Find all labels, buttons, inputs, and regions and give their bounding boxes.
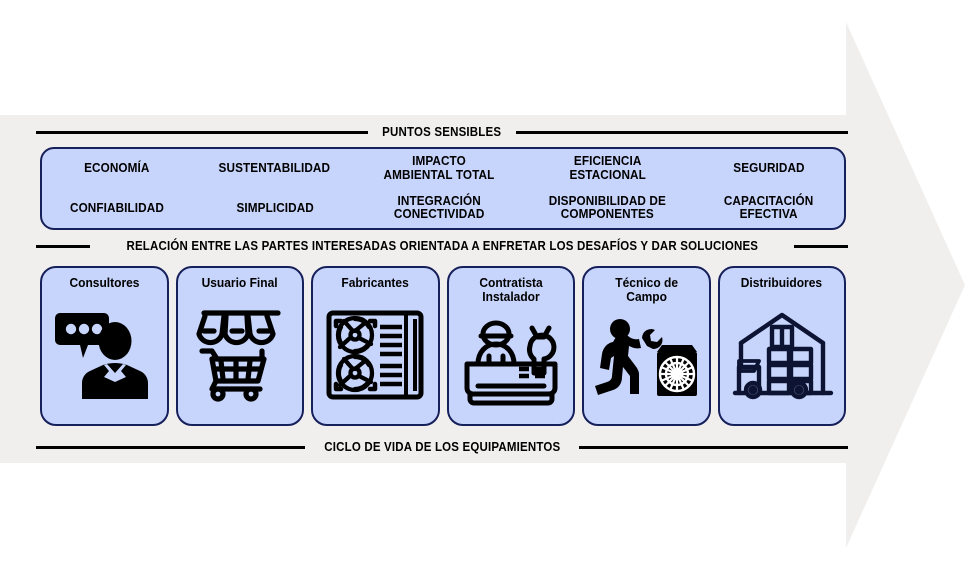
sensitive-point-sustentabilidad: SUSTENTABILIDAD	[218, 161, 331, 175]
stakeholder-card-contratista-instalador[interactable]: Contratista Instalador	[446, 266, 575, 426]
sensitive-point-disponibilidad-componentes: DISPONIBILIDAD DE COMPONENTES	[549, 193, 667, 222]
field-technician-wrench-fan-unit-icon	[584, 304, 709, 424]
puntos-sensibles-label: PUNTOS SENSIBLES	[382, 125, 502, 139]
stakeholder-card-consultores[interactable]: Consultores	[40, 266, 169, 426]
installer-hardhat-wrench-equipment-icon	[449, 304, 574, 424]
sensitive-points-panel: ECONOMÍA SUSTENTABILIDAD IMPACTO AMBIENT…	[40, 147, 846, 230]
sensitive-point-simplicidad: SIMPLICIDAD	[236, 200, 314, 215]
sensitive-point-eficiencia-estacional: EFICIENCIA ESTACIONAL	[569, 154, 646, 182]
stakeholder-label: Contratista Instalador	[479, 276, 543, 304]
sensitive-point-integracion-conectividad: INTEGRACIÓN CONECTIVIDAD	[394, 193, 485, 222]
divider-line-right	[515, 130, 849, 134]
stakeholder-label: Técnico de Campo	[614, 276, 678, 304]
stakeholder-card-distribuidores[interactable]: Distribuidores	[717, 266, 846, 426]
sensitive-point-impacto-ambiental: IMPACTO AMBIENTAL TOTAL	[383, 154, 495, 182]
divider-line-right	[579, 445, 848, 449]
stakeholder-label: Distribuidores	[741, 276, 823, 290]
stakeholders-row: Consultores	[40, 266, 846, 426]
sensitive-point-economia: ECONOMÍA	[84, 161, 150, 175]
sensitive-point-capacitacion-efectiva: CAPACITACIÓN EFECTIVA	[724, 193, 814, 222]
relacion-partes-label: RELACIÓN ENTRE LAS PARTES INTERESADAS OR…	[126, 239, 758, 253]
puntos-sensibles-divider: PUNTOS SENSIBLES	[36, 124, 849, 140]
ciclo-de-vida-label: CICLO DE VIDA DE LOS EQUIPAMIENTOS	[323, 440, 561, 454]
divider-line-right	[794, 244, 849, 248]
stakeholder-label: Fabricantes	[341, 276, 409, 290]
divider-line-left	[36, 445, 305, 449]
sensitive-point-confiabilidad: CONFIABILIDAD	[70, 200, 165, 215]
warehouse-delivery-truck-icon	[720, 290, 845, 424]
relacion-partes-divider: RELACIÓN ENTRE LAS PARTES INTERESADAS OR…	[36, 238, 849, 254]
stakeholder-card-usuario-final[interactable]: Usuario Final	[175, 266, 304, 426]
divider-line-left	[36, 244, 90, 248]
sensitive-point-seguridad: SEGURIDAD	[733, 161, 805, 175]
condenser-unit-two-fans-icon	[313, 290, 438, 424]
stakeholder-card-tecnico-de-campo[interactable]: Técnico de Campo	[582, 266, 711, 426]
stakeholder-label: Consultores	[69, 276, 140, 290]
consultant-person-speech-bubble-icon	[42, 290, 167, 424]
storefront-shopping-cart-icon	[178, 290, 303, 424]
stakeholder-card-fabricantes[interactable]: Fabricantes	[311, 266, 440, 426]
stakeholder-label: Usuario Final	[201, 276, 278, 290]
ciclo-de-vida-divider: CICLO DE VIDA DE LOS EQUIPAMIENTOS	[36, 439, 848, 455]
divider-line-left	[36, 130, 369, 134]
